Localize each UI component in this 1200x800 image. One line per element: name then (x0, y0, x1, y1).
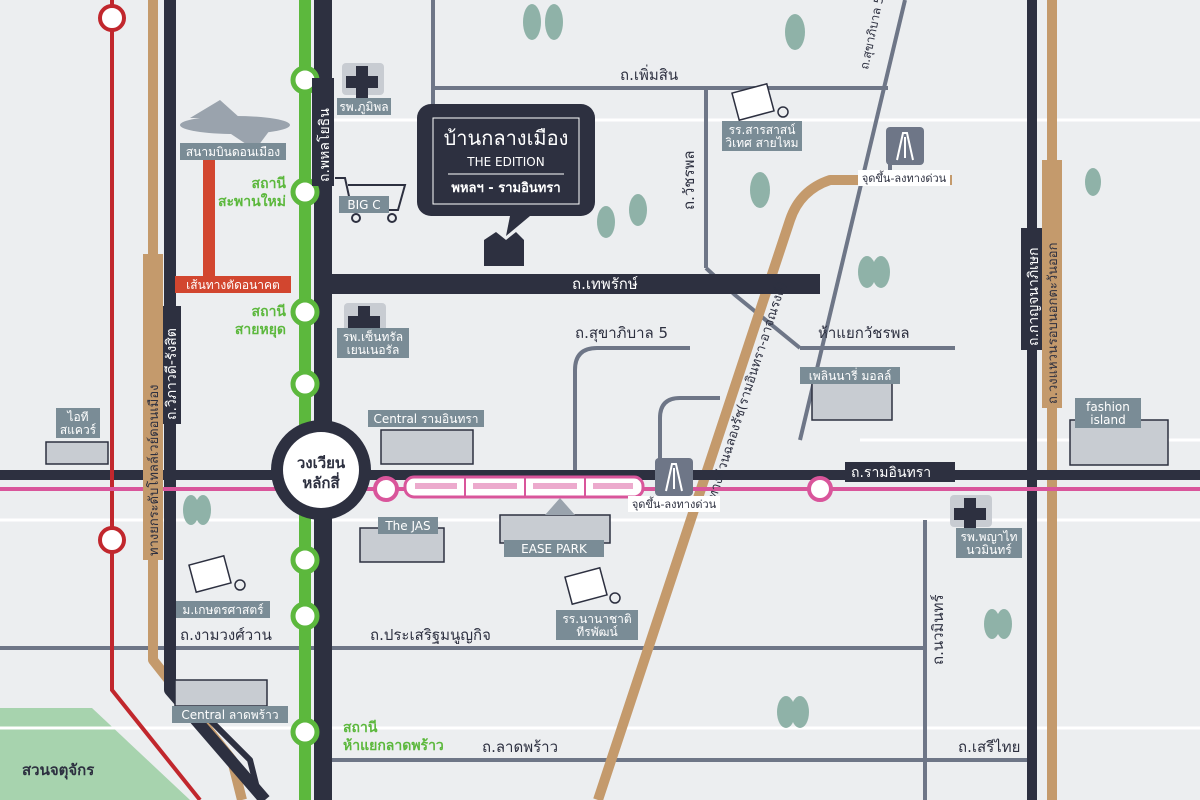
place-central-general-hospital-2: เยนเนอรัล (347, 343, 400, 357)
pink-station-1 (373, 476, 399, 502)
place-fashion-island-2: island (1090, 413, 1126, 427)
place-fashion-island-1: fashion (1086, 400, 1130, 414)
place-pholinnaree-mall: เพลินนารี่ มอลล์ (809, 367, 892, 383)
station-sai-yud-1: สถานี (252, 304, 287, 320)
station-sai-yud-2: สายหยุด (235, 322, 286, 338)
tree-icon (183, 4, 1101, 728)
place-expressway-entry-top: จุดขึ้น-ลงทางด่วน (862, 170, 947, 185)
project-name: บ้านกลางเมือง (444, 126, 569, 150)
station-ha-yaek-1: สถานี (343, 720, 378, 736)
road-label-lat-phrao: ถ.ลาดพร้าว (482, 738, 558, 756)
red-line-station-top (98, 4, 126, 32)
road-label-nawamin: ถ.นวมินทร์ (929, 594, 947, 665)
place-big-c: BIG C (347, 198, 380, 212)
project-callout: บ้านกลางเมือง THE EDITION พหลฯ - รามอินท… (417, 104, 595, 236)
station-6 (290, 601, 320, 631)
pink-station-2 (807, 476, 833, 502)
place-labels: รพ.ภูมิพล BIG C สนามบินดอนเมือง เส้นทางต… (56, 98, 1141, 723)
place-nanachart-school-1: รร.นานาชาติ (562, 612, 631, 626)
road-label-outer-ring: ถ.วงแหวนรอบนอกตะวันออก (1046, 243, 1061, 405)
station-5 (290, 545, 320, 575)
project-edition: THE EDITION (466, 155, 544, 169)
road-label-expressway: ทางด่วนฉลองรัช(รามอินทรา-อาจณรงค์) (705, 280, 791, 501)
park-area (0, 708, 190, 800)
hospital-icon (342, 63, 384, 98)
place-central-ladprao: Central ลาดพร้าว (181, 708, 278, 722)
road-label-sukhaphiban5: ถ.สุขาภิบาล 5 (575, 324, 668, 343)
road-label-watcharaphon-junction: ห้าแยกวัชรพล (818, 324, 910, 342)
school-icon (188, 82, 789, 606)
place-phyathai-hospital-1: รพ.พญาไท (961, 530, 1018, 544)
future-connector (203, 160, 215, 276)
expressway-icon (655, 127, 924, 496)
place-central-ramindra: Central รามอินทรา (373, 412, 478, 426)
circle-label-2: หลักสี่ (302, 472, 340, 492)
road-label-phahonyothin: ถ.พหลโยธิน (316, 108, 333, 182)
road-label-thepharak: ถ.เทพรักษ์ (572, 275, 638, 293)
airplane-icon (180, 100, 290, 150)
place-nanachart-school-2: ทีรพัฒน์ (576, 625, 617, 639)
place-kasetsart: ม.เกษตรศาสตร์ (182, 603, 264, 617)
road-label-ngamwongwan: ถ.งามวงศ์วาน (180, 626, 272, 644)
road-label-watcharaphon: ถ.วัชรพล (680, 150, 698, 210)
road-label-vibhavadi: ถ.วิภาวดี-รังสิต (164, 328, 180, 420)
circle-landmark: วงเวียน หลักสี่ (271, 420, 371, 520)
place-expressway-entry-mid: จุดขึ้น-ลงทางด่วน (632, 496, 717, 511)
place-chatuchak-park: สวนจตุจักร (22, 761, 95, 780)
place-it-square-1: ไอที (66, 410, 88, 424)
station-4 (290, 369, 320, 399)
road-label-don-mueang-tollway: ทางยกระดับโทลล์เวย์ดอนเมือง (146, 384, 162, 556)
place-sarasas-2: วิเทศ สายไหม (725, 136, 798, 150)
place-ease-park: EASE PARK (521, 542, 588, 556)
hospital-icon (950, 495, 992, 530)
place-don-mueang-airport: สนามบินดอนเมือง (186, 145, 280, 159)
road-label-prasoetmanukit: ถ.ประเสริฐมนูญกิจ (370, 626, 491, 644)
station-3 (290, 297, 320, 327)
road-label-sukhaphiban5-top: ถ.สุขาภิบาล 5 (857, 0, 887, 71)
station-saphan-mai-2: สะพานใหม่ (218, 192, 286, 210)
project-location: พหลฯ - รามอินทรา (451, 181, 560, 196)
road-label-seri-thai: ถ.เสรีไทย (958, 738, 1020, 756)
station-7 (290, 717, 320, 747)
hospital-icon (344, 303, 386, 338)
place-bhumibol-hospital: รพ.ภูมิพล (339, 100, 388, 115)
place-central-general-hospital-1: รพ.เซ็นทรัล (343, 329, 403, 344)
place-it-square-2: สแควร์ (60, 423, 97, 437)
road-label-kanchanaphisek: ถ.กาญจนาภิเษก (1026, 247, 1042, 346)
place-the-jas: The JAS (384, 519, 430, 533)
red-line-station-mid (98, 526, 126, 554)
place-future-line: เส้นทางตัดอนาคต (186, 278, 280, 292)
road-label-phermsin: ถ.เพิ่มสิน (620, 64, 678, 84)
place-phyathai-hospital-2: นวมินทร์ (966, 543, 1012, 557)
station-ha-yaek-2: ห้าแยกลาดพร้าว (343, 738, 444, 754)
circle-label-1: วงเวียน (297, 454, 346, 472)
train-icon (403, 475, 645, 499)
station-saphan-mai-1: สถานี (252, 176, 287, 192)
place-sarasas-1: รร.สารสาสน์ (729, 123, 796, 137)
station-2 (290, 177, 320, 207)
road-label-ram-inthra-text: ถ.รามอินทรา (851, 465, 931, 481)
red-line-route (110, 0, 202, 800)
